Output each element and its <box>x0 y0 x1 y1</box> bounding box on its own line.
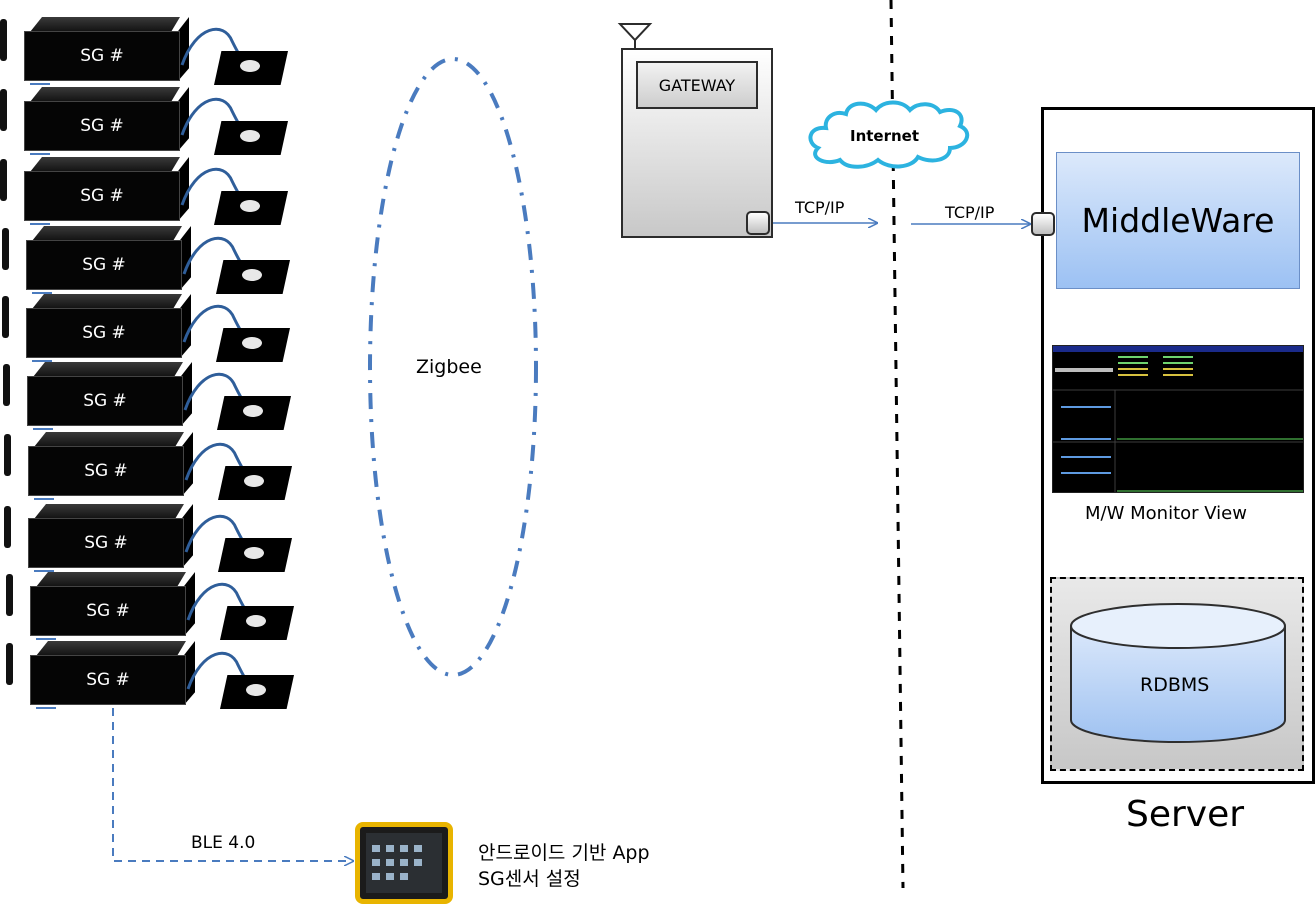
server-port <box>1031 212 1055 236</box>
sensor-pad-dot <box>242 337 262 349</box>
server-label: Server <box>1126 794 1245 835</box>
sg-device-5: SG # <box>2 294 302 364</box>
gateway-port <box>746 211 770 235</box>
sensor-pad-dot <box>244 475 264 487</box>
tablet-screen <box>366 833 442 893</box>
device-top-face <box>30 157 180 172</box>
tablet-app-grid <box>372 845 422 880</box>
sg-device-3: SG # <box>0 157 300 227</box>
device-side-face <box>178 17 189 81</box>
sg-device-label: SG # <box>26 308 182 358</box>
device-top-face <box>32 226 182 241</box>
sg-device-label: SG # <box>28 518 184 568</box>
middleware-box: MiddleWare <box>1056 152 1300 289</box>
middleware-monitor-screenshot <box>1052 345 1304 493</box>
sensor-pad-dot <box>242 269 262 281</box>
internet-label: Internet <box>850 127 920 145</box>
device-base-line <box>36 707 56 709</box>
sg-device-label: SG # <box>27 376 183 426</box>
sg-device-6: SG # <box>3 362 303 432</box>
sg-device-4: SG # <box>2 226 302 296</box>
sg-device-9: SG # <box>6 572 306 642</box>
device-base-line <box>32 360 52 362</box>
device-top-face <box>36 641 186 656</box>
sensor-pad-dot <box>246 615 266 627</box>
device-side-face <box>184 572 195 636</box>
ble-label: BLE 4.0 <box>191 833 256 853</box>
device-top-face <box>30 87 180 102</box>
device-base-line <box>33 428 53 430</box>
device-top-face <box>34 504 184 519</box>
device-antenna-icon <box>4 434 11 476</box>
gateway-label: GATEWAY <box>636 61 758 109</box>
device-side-face <box>178 87 189 151</box>
device-base-line <box>34 498 54 500</box>
device-base-line <box>30 153 50 155</box>
sg-device-10: SG # <box>6 641 306 711</box>
device-base-line <box>30 223 50 225</box>
sensor-pad-dot <box>246 684 266 696</box>
device-antenna-icon <box>0 159 7 201</box>
ble-link-line <box>112 708 353 861</box>
zigbee-label: Zigbee <box>416 356 482 378</box>
sg-device-label: SG # <box>24 171 180 221</box>
tablet-icon <box>355 822 453 904</box>
sg-device-1: SG # <box>0 17 300 87</box>
device-side-face <box>180 294 191 358</box>
sg-device-label: SG # <box>24 31 180 81</box>
sensor-pad-dot <box>240 60 260 72</box>
monitor-caption: M/W Monitor View <box>1085 503 1247 524</box>
app-description-line-1: 안드로이드 기반 App <box>478 842 650 864</box>
device-side-face <box>182 504 193 568</box>
device-antenna-icon <box>2 296 9 338</box>
sg-device-label: SG # <box>30 586 186 636</box>
device-base-line <box>36 638 56 640</box>
sensor-pad-dot <box>240 130 260 142</box>
device-base-line <box>34 570 54 572</box>
device-side-face <box>178 157 189 221</box>
device-top-face <box>33 362 183 377</box>
device-base-line <box>30 83 50 85</box>
sg-device-2: SG # <box>0 87 300 157</box>
device-side-face <box>182 432 193 496</box>
device-side-face <box>181 362 192 426</box>
device-antenna-icon <box>2 228 9 270</box>
sg-device-8: SG # <box>4 504 304 574</box>
tcp-ip-label-left: TCP/IP <box>795 198 845 217</box>
sg-device-label: SG # <box>26 240 182 290</box>
device-top-face <box>36 572 186 587</box>
device-top-face <box>34 432 184 447</box>
device-antenna-icon <box>6 574 13 616</box>
sg-device-label: SG # <box>30 655 186 705</box>
device-antenna-icon <box>0 89 7 131</box>
tcp-ip-label-right: TCP/IP <box>945 203 995 222</box>
device-top-face <box>30 17 180 32</box>
cloud-icon <box>808 100 970 169</box>
sg-device-7: SG # <box>4 432 304 502</box>
device-side-face <box>180 226 191 290</box>
rdbms-label: RDBMS <box>1140 674 1210 696</box>
device-top-face <box>32 294 182 309</box>
sg-device-label: SG # <box>24 101 180 151</box>
database-icon <box>1070 603 1286 743</box>
device-antenna-icon <box>3 364 10 406</box>
device-antenna-icon <box>4 506 11 548</box>
device-antenna-icon <box>6 643 13 685</box>
sensor-pad-dot <box>244 547 264 559</box>
device-base-line <box>32 292 52 294</box>
device-antenna-icon <box>0 19 7 61</box>
sensor-pad-dot <box>243 405 263 417</box>
antenna-icon <box>617 23 653 48</box>
monitor-content <box>1053 346 1303 492</box>
device-side-face <box>184 641 195 705</box>
app-description-line-2: SG센서 설정 <box>478 868 581 890</box>
zigbee-range-ellipse <box>368 57 538 677</box>
sg-device-label: SG # <box>28 446 184 496</box>
sensor-pad-dot <box>240 200 260 212</box>
